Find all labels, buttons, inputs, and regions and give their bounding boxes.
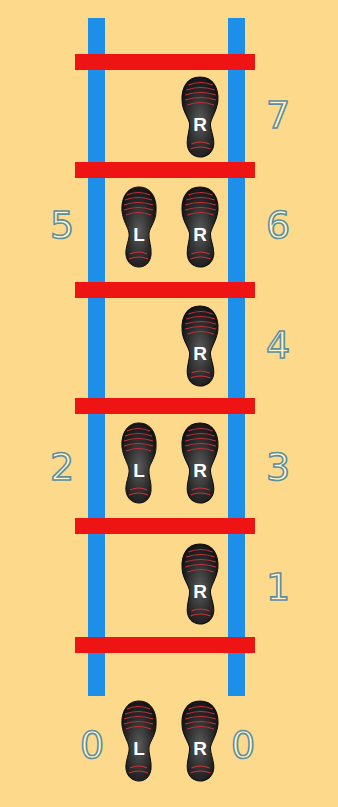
ladder-rung: [75, 162, 255, 178]
footprint: R: [180, 305, 220, 387]
foot-letter: R: [180, 582, 220, 601]
footprint: R: [180, 76, 220, 158]
ladder-rung: [75, 54, 255, 70]
footprint: R: [180, 186, 220, 268]
ladder-rung: [75, 398, 255, 414]
step-number: 0: [80, 726, 104, 764]
step-number: 4: [266, 326, 290, 364]
foot-letter: L: [120, 225, 158, 244]
footprint: R: [180, 422, 220, 504]
ladder-rung: [75, 282, 255, 298]
step-number: 6: [266, 206, 290, 244]
foot-letter: L: [120, 461, 158, 480]
footprint: R: [180, 700, 220, 782]
step-number: 3: [266, 448, 290, 486]
footprint: L: [120, 700, 158, 782]
foot-letter: R: [180, 115, 220, 134]
footprint: L: [120, 186, 158, 268]
ladder-rail: [88, 18, 105, 696]
foot-letter: R: [180, 461, 220, 480]
ladder-rail: [228, 18, 245, 696]
footprint: L: [120, 422, 158, 504]
step-number: 5: [50, 206, 74, 244]
step-number: 1: [266, 568, 290, 606]
foot-letter: L: [120, 739, 158, 758]
foot-letter: R: [180, 225, 220, 244]
foot-letter: R: [180, 344, 220, 363]
step-number: 7: [266, 96, 290, 134]
step-number: 0: [231, 726, 255, 764]
step-number: 2: [50, 448, 74, 486]
foot-letter: R: [180, 739, 220, 758]
ladder-rung: [75, 637, 255, 653]
ladder-rung: [75, 518, 255, 534]
footprint: R: [180, 543, 220, 625]
